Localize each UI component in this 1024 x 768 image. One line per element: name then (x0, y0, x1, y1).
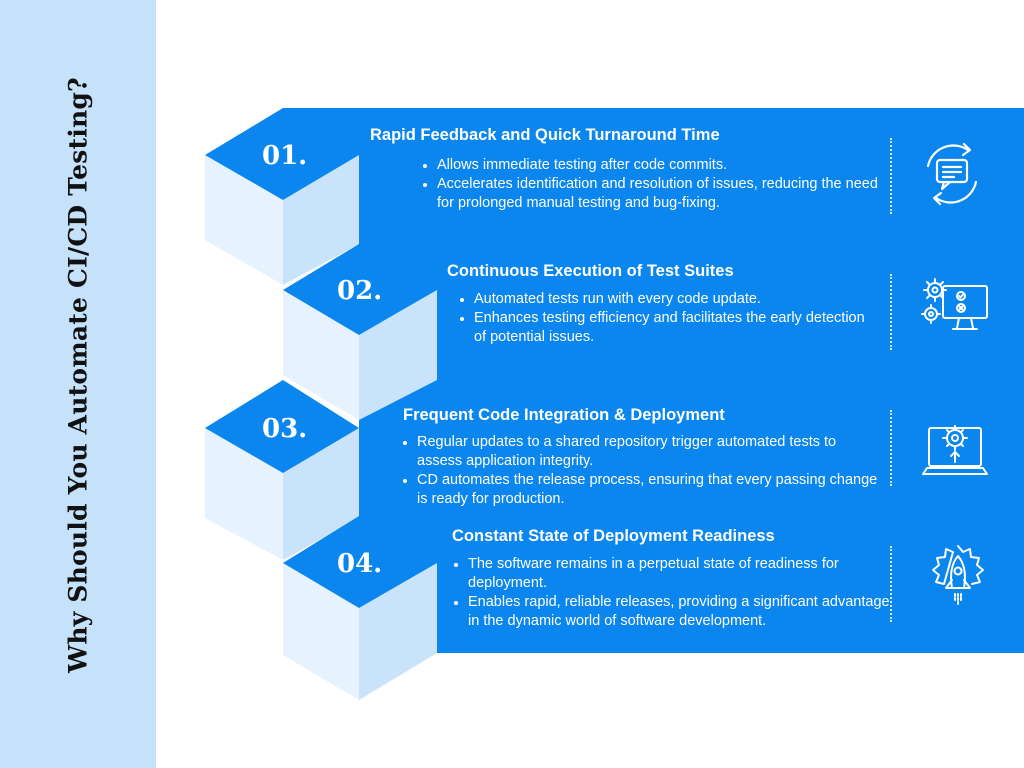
dotted-divider (890, 546, 892, 622)
step-panel-2: Continuous Execution of Test Suites Auto… (437, 244, 1024, 380)
step-number-4: 04. (337, 549, 383, 579)
step-heading-1: Rapid Feedback and Quick Turnaround Time (370, 126, 720, 144)
step-block-2 (283, 244, 437, 420)
dotted-divider (890, 410, 892, 486)
step-block-3 (205, 380, 359, 560)
step-heading-4: Constant State of Deployment Readiness (452, 527, 775, 545)
step-bullet: Accelerates identification and resolutio… (421, 175, 881, 213)
step-heading-3: Frequent Code Integration & Deployment (403, 406, 725, 424)
step-block-4 (283, 516, 437, 700)
step-bullet: Enhances testing efficiency and facilita… (458, 309, 878, 347)
step-number-3: 03. (262, 414, 308, 444)
step-bullets-1: Allows immediate testing after code comm… (421, 156, 881, 213)
step-bullet: CD automates the release process, ensuri… (401, 471, 881, 509)
step-panel-3: Frequent Code Integration & Deployment R… (359, 380, 1024, 516)
step-number-1: 01. (262, 141, 308, 171)
rocket-gear-icon (932, 545, 984, 607)
laptop-upload-icon (922, 425, 988, 475)
step-panel-4: Constant State of Deployment Readiness T… (437, 516, 1024, 653)
step-heading-2: Continuous Execution of Test Suites (447, 262, 734, 280)
step-bullet: Enables rapid, reliable releases, provid… (452, 593, 892, 631)
feedback-cycle-icon (926, 142, 978, 206)
gears-monitor-icon (921, 278, 988, 330)
dotted-divider (890, 138, 892, 214)
step-number-2: 02. (337, 276, 383, 306)
step-panel-1: Rapid Feedback and Quick Turnaround Time… (359, 108, 1024, 244)
sidebar: Why Should You Automate CI/CD Testing? (0, 0, 156, 768)
dotted-divider (890, 274, 892, 350)
step-block-1 (205, 108, 359, 285)
step-bullets-2: Automated tests run with every code upda… (458, 290, 878, 347)
step-bullets-3: Regular updates to a shared repository t… (401, 433, 881, 509)
step-bullet: Automated tests run with every code upda… (458, 290, 878, 309)
step-bullet: Regular updates to a shared repository t… (401, 433, 881, 471)
step-bullet: Allows immediate testing after code comm… (421, 156, 881, 175)
step-bullets-4: The software remains in a perpetual stat… (452, 555, 892, 631)
step-bullet: The software remains in a perpetual stat… (452, 555, 892, 593)
